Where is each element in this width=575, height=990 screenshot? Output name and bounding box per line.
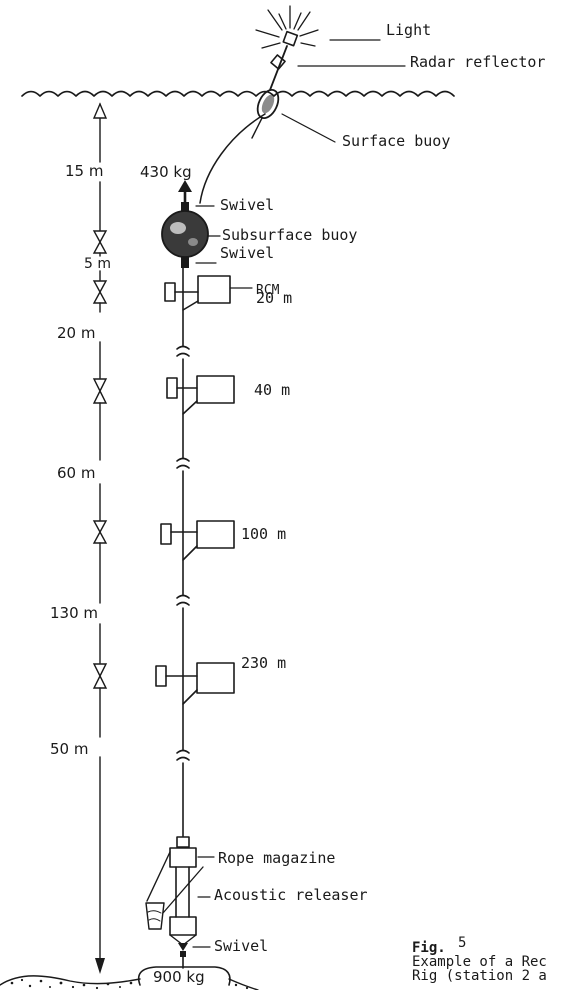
interval-label-15m: 15 m bbox=[65, 162, 103, 180]
instrument-depth-40m: 40 m bbox=[254, 381, 290, 399]
depth-scale bbox=[92, 102, 108, 974]
rope-magazine-icon bbox=[146, 836, 197, 902]
interval-label-130m: 130 m bbox=[50, 604, 98, 622]
swivel-top-label: Swivel bbox=[220, 196, 274, 214]
caption-number: 5 bbox=[458, 935, 466, 951]
light-icon bbox=[255, 5, 319, 49]
interval-label-20m: 20 m bbox=[57, 324, 95, 342]
swivel-anchor-label: Swivel bbox=[214, 937, 268, 955]
instrument-depth-100m: 100 m bbox=[241, 525, 286, 543]
anchor-weight-label: 900 kg bbox=[153, 968, 205, 986]
seabed bbox=[0, 975, 259, 990]
instrument-depth-230m: 230 m bbox=[241, 654, 286, 672]
mooring-line bbox=[176, 267, 190, 837]
radar-reflector-label: Radar reflector bbox=[410, 53, 545, 71]
swivel-top-icon bbox=[181, 202, 189, 214]
acoustic-releaser-label: Acoustic releaser bbox=[214, 886, 368, 904]
light-label: Light bbox=[386, 21, 431, 39]
rope-magazine-label: Rope magazine bbox=[218, 849, 335, 867]
surface-buoy-pointer bbox=[281, 113, 336, 143]
riser-line bbox=[199, 113, 266, 204]
swivel-bottom-label: Swivel bbox=[220, 244, 274, 262]
seabed-sediment bbox=[10, 978, 249, 990]
surface-buoy-label: Surface buoy bbox=[342, 132, 450, 150]
rcm-instrument-100m bbox=[160, 520, 235, 561]
instrument-depth-20m: 20 m bbox=[256, 289, 292, 307]
caption-line-2: Rig (station 2 a bbox=[412, 968, 547, 984]
depth-arrow-top bbox=[92, 102, 108, 119]
buoyancy-label: 430 kg bbox=[140, 163, 192, 181]
buoyancy-arrow-head bbox=[178, 180, 192, 192]
surface-buoy-icon bbox=[251, 88, 280, 139]
interval-label-5m: 5 m bbox=[84, 256, 111, 272]
rcm-instrument-230m bbox=[155, 662, 235, 705]
depth-arrow-bottom bbox=[95, 958, 105, 974]
rcm-instrument-40m bbox=[166, 375, 235, 415]
rcm-instrument-20m bbox=[164, 275, 231, 311]
caption-line-1: Example of a Rec bbox=[412, 954, 547, 970]
rcm-label: RCM bbox=[256, 283, 280, 298]
subsurface-buoy-icon bbox=[161, 210, 209, 258]
acoustic-releaser-icon bbox=[145, 866, 204, 936]
subsurface-buoy-label: Subsurface buoy bbox=[222, 226, 357, 244]
caption-fig: Fig. bbox=[412, 940, 446, 956]
sea-surface bbox=[21, 90, 455, 97]
interval-label-50m: 50 m bbox=[50, 740, 88, 758]
radar-reflector-icon bbox=[270, 54, 286, 70]
interval-label-60m: 60 m bbox=[57, 464, 95, 482]
swivel-anchor-icon bbox=[178, 943, 188, 969]
swivel-bottom-icon bbox=[181, 257, 189, 268]
anchor-weight-icon bbox=[137, 966, 231, 986]
